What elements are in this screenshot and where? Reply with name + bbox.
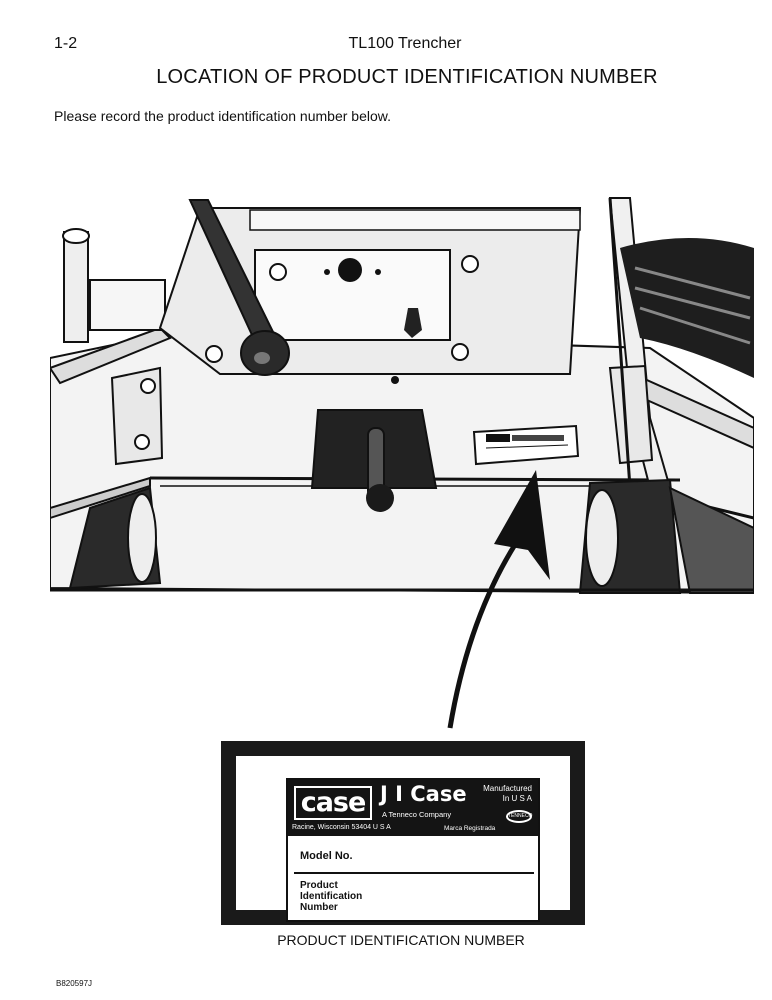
running-title: TL100 Trencher xyxy=(348,35,462,52)
case-logo: case xyxy=(294,786,372,820)
page-number: 1-2 xyxy=(54,35,78,52)
section-heading: LOCATION OF PRODUCT IDENTIFICATION NUMBE… xyxy=(156,66,658,88)
manufactured-line2: In U S A xyxy=(502,794,532,803)
product-identification-decal: case J I Case A Tenneco Company Manufact… xyxy=(286,778,540,922)
tenneco-logo: TENNECO xyxy=(506,810,532,823)
pin-label-line3: Number xyxy=(300,902,338,913)
pin-field: Product Identification Number xyxy=(294,880,534,920)
decal-background: case J I Case A Tenneco Company Manufact… xyxy=(236,756,570,922)
marca-registrada: Marca Registrada xyxy=(444,825,496,832)
manufactured-note: Manufactured In U S A xyxy=(483,784,532,804)
model-number-field: Model No. xyxy=(294,840,534,874)
document-code: B820597J xyxy=(56,979,93,988)
address-line: Racine, Wisconsin 53404 U S A xyxy=(292,824,391,831)
decal-frame: case J I Case A Tenneco Company Manufact… xyxy=(221,741,585,925)
decal-header: case J I Case A Tenneco Company Manufact… xyxy=(288,780,538,836)
pin-label: Product Identification Number xyxy=(300,880,362,913)
figure-caption: PRODUCT IDENTIFICATION NUMBER xyxy=(277,932,525,948)
intro-text: Please record the product identification… xyxy=(54,108,391,124)
company-name: J I Case xyxy=(380,782,467,806)
model-number-label: Model No. xyxy=(300,850,353,862)
machine-illustration xyxy=(50,188,754,733)
company-subtitle: A Tenneco Company xyxy=(382,810,452,819)
pin-label-line1: Product xyxy=(300,880,338,891)
manufactured-line1: Manufactured xyxy=(483,784,532,793)
pin-label-line2: Identification xyxy=(300,891,363,902)
